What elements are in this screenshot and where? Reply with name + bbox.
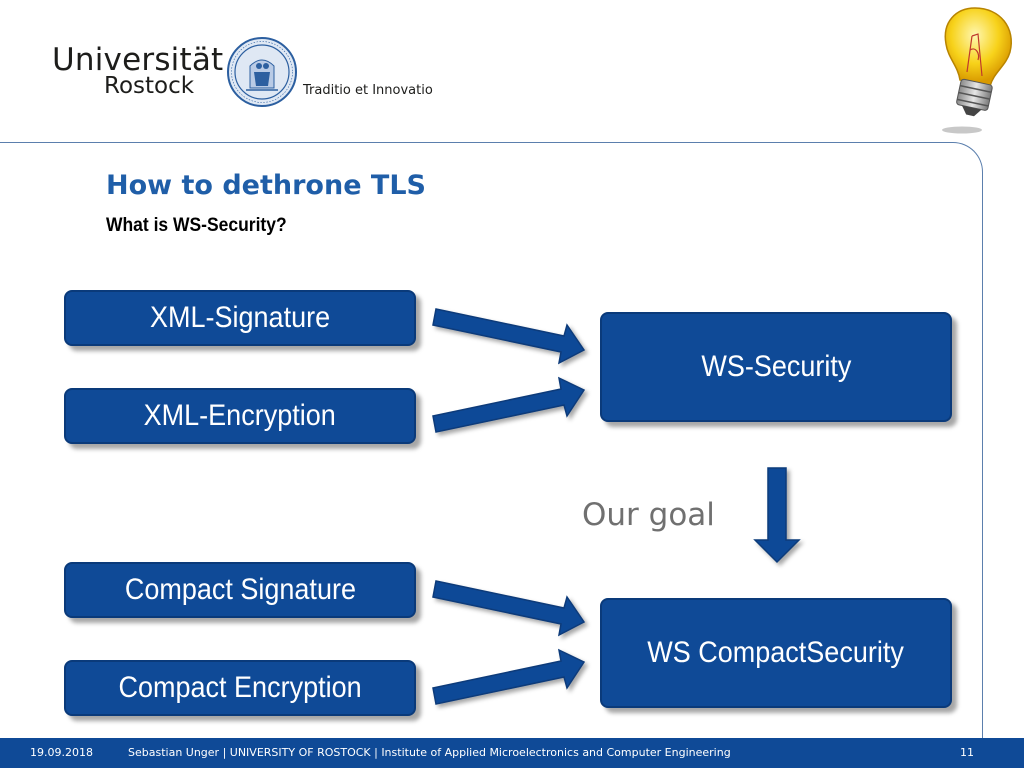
compact-signature-label: Compact Signature: [124, 573, 356, 606]
university-seal-icon: [227, 37, 297, 107]
university-name-line1: Universität: [52, 42, 224, 78]
xml-encryption-label: XML-Encryption: [143, 399, 337, 432]
compact-signature-box: Compact Signature: [64, 562, 416, 618]
compact-encryption-label: Compact Encryption: [118, 671, 362, 704]
light-bulb-icon: [942, 7, 1012, 134]
page-number: 11: [960, 746, 974, 759]
ws-security-label: WS-Security: [700, 350, 852, 383]
footer-date: 19.09.2018: [30, 746, 93, 759]
xml-signature-label: XML-Signature: [149, 301, 331, 334]
compact-encryption-box: Compact Encryption: [64, 660, 416, 716]
university-name-line2: Rostock: [104, 73, 195, 99]
ws-compact-security-box: WS CompactSecurity: [600, 598, 952, 708]
university-motto: Traditio et Innovatio: [303, 83, 433, 98]
slide-header: Universität Rostock Traditio et Innovati…: [0, 0, 1024, 145]
goal-label: Our goal: [582, 497, 715, 533]
ws-security-box: WS-Security: [600, 312, 952, 422]
slide-title: How to dethrone TLS: [106, 170, 426, 201]
ws-compact-security-label: WS CompactSecurity: [647, 636, 905, 669]
slide-subtitle: What is WS-Security?: [106, 215, 287, 236]
xml-signature-box: XML-Signature: [64, 290, 416, 346]
content-frame: [0, 142, 983, 742]
slide-footer: 19.09.2018 Sebastian Unger | UNIVERSITY …: [0, 738, 1024, 768]
footer-text: Sebastian Unger | UNIVERSITY OF ROSTOCK …: [128, 746, 731, 759]
xml-encryption-box: XML-Encryption: [64, 388, 416, 444]
